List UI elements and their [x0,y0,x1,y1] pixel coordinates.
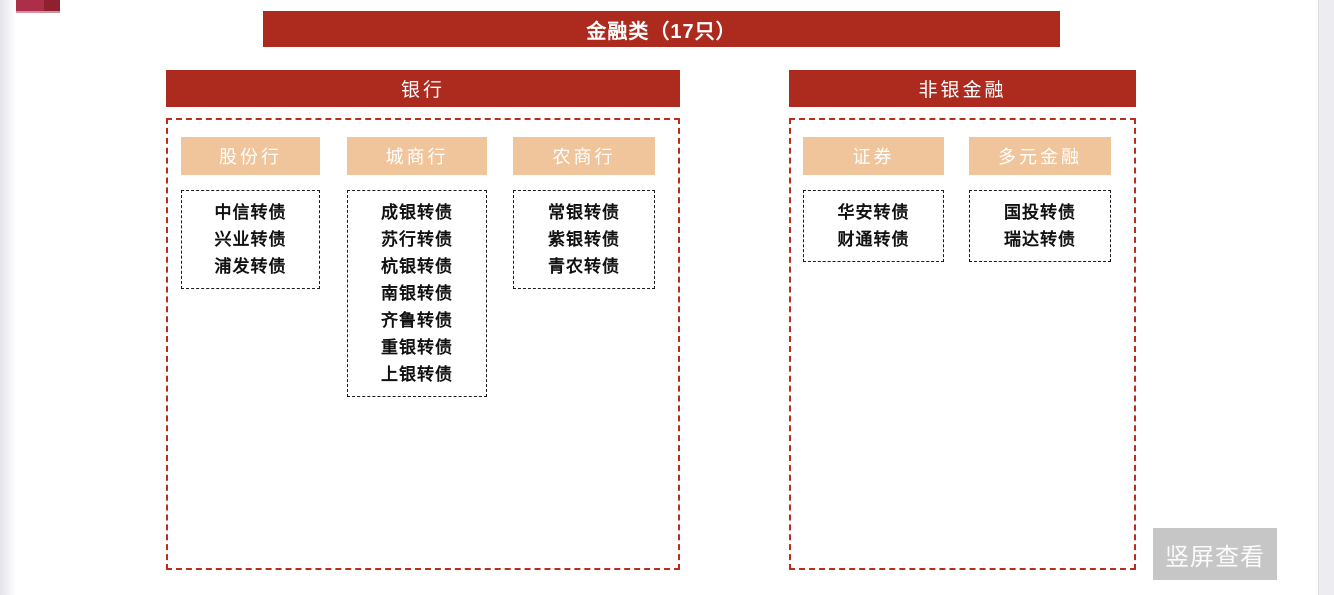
corner-logo-mark-left [16,0,44,13]
viewer-left-gutter [0,0,16,595]
group-header-rural-commercial: 农商行 [513,137,655,175]
bond-item: 紫银转债 [548,230,620,249]
group-city-commercial-banks: 城商行 成银转债 苏行转债 杭银转债 南银转债 齐鲁转债 重银转债 上银转债 [347,137,487,397]
group-header-rural-commercial-label: 农商行 [552,147,616,167]
bond-list-securities: 华安转债 财通转债 [803,190,944,262]
viewer-right-gutter [1318,0,1334,595]
section-box-nonbank: 证券 华安转债 财通转债 多元金融 国投转债 瑞达转债 [789,118,1136,570]
bond-item: 中信转债 [214,203,287,222]
group-header-securities: 证券 [803,137,944,175]
bond-list-joint-stock: 中信转债 兴业转债 浦发转债 [181,190,320,289]
group-header-city-commercial: 城商行 [347,137,487,175]
bond-list-rural-commercial: 常银转债 紫银转债 青农转债 [513,190,655,289]
bond-list-city-commercial: 成银转债 苏行转债 杭银转债 南银转债 齐鲁转债 重银转债 上银转债 [347,190,487,397]
bond-item: 南银转债 [381,284,453,303]
group-rural-commercial-banks: 农商行 常银转债 紫银转债 青农转债 [513,137,655,289]
section-header-nonbank: 非银金融 [789,70,1136,107]
group-header-city-commercial-label: 城商行 [385,147,449,167]
bond-item: 兴业转债 [214,230,287,249]
section-header-bank-label: 银行 [400,80,445,101]
bond-item: 浦发转债 [214,257,287,276]
group-header-joint-stock-label: 股份行 [219,147,282,167]
bond-list-diversified-finance: 国投转债 瑞达转债 [969,190,1111,262]
bond-item: 青农转债 [548,257,620,276]
category-title-text: 金融类（17只） [586,20,737,43]
section-header-nonbank-label: 非银金融 [918,80,1007,101]
corner-logo-mark [16,0,60,13]
bond-item: 成银转债 [381,203,453,222]
bond-item: 华安转债 [837,203,910,222]
bond-item: 齐鲁转债 [381,311,453,330]
group-header-diversified-finance-label: 多元金融 [998,147,1082,167]
group-joint-stock-banks: 股份行 中信转债 兴业转债 浦发转债 [181,137,320,289]
portrait-view-button[interactable]: 竖屏查看 [1153,528,1277,580]
group-diversified-finance: 多元金融 国投转债 瑞达转债 [969,137,1111,262]
bond-item: 重银转债 [381,338,453,357]
bond-item: 上银转债 [381,365,453,384]
bond-item: 国投转债 [1004,203,1076,222]
corner-logo-mark-bevel [16,11,60,13]
group-header-diversified-finance: 多元金融 [969,137,1111,175]
group-securities: 证券 华安转债 财通转债 [803,137,944,262]
bond-item: 杭银转债 [381,257,453,276]
portrait-view-button-label: 竖屏查看 [1165,543,1265,571]
group-header-joint-stock: 股份行 [181,137,320,175]
category-title-banner: 金融类（17只） [263,11,1060,47]
bond-item: 苏行转债 [381,230,453,249]
bond-item: 瑞达转债 [1004,230,1076,249]
section-box-bank: 股份行 中信转债 兴业转债 浦发转债 城商行 成银转债 苏行转债 杭银转债 南银… [166,118,680,570]
bond-item: 常银转债 [548,203,620,222]
group-header-securities-label: 证券 [852,147,895,167]
corner-logo-mark-right [44,0,60,13]
bond-item: 财通转债 [837,230,910,249]
section-header-bank: 银行 [166,70,680,107]
